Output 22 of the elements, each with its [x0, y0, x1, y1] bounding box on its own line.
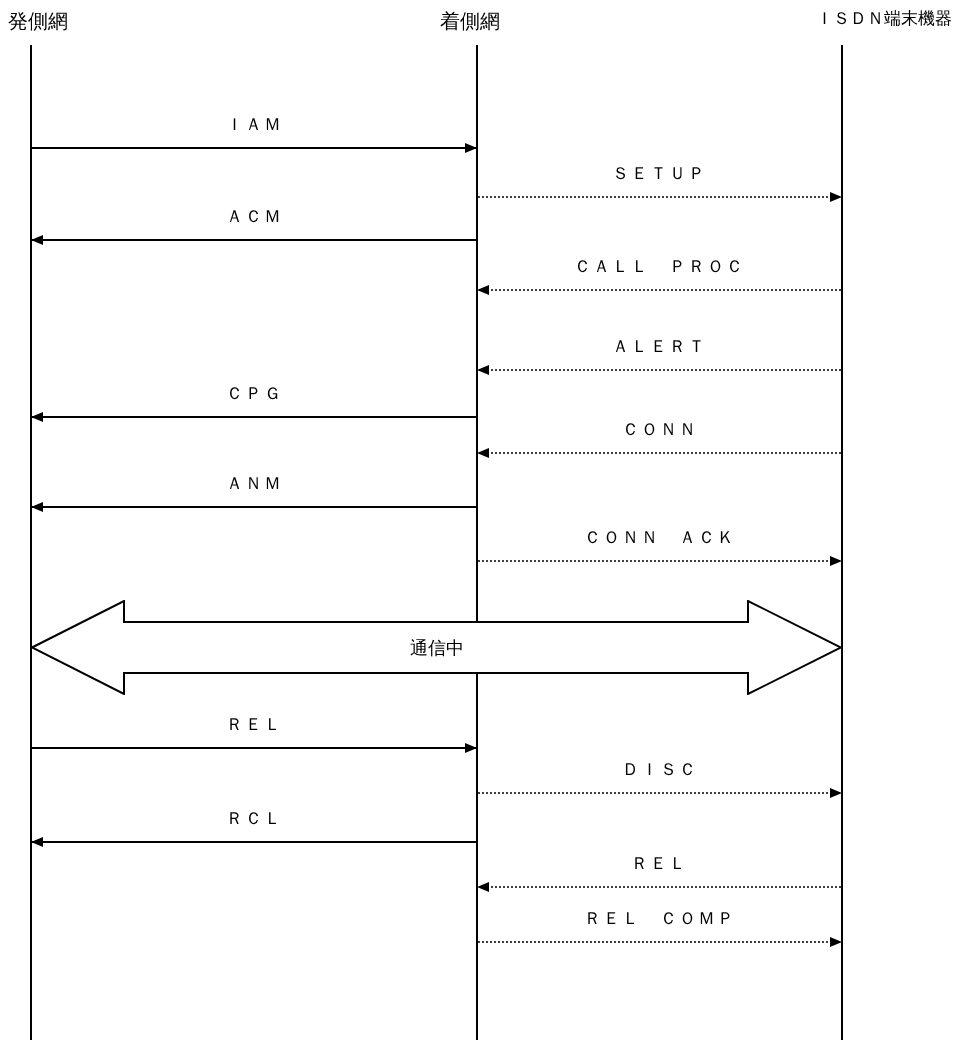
lifeline-header: 発側網: [8, 8, 68, 35]
dotted-arrow: [477, 448, 842, 458]
lifeline: [841, 45, 843, 1040]
dotted-arrow: [477, 937, 842, 947]
lifeline-header: ＩＳＤＮ端末機器: [816, 7, 952, 30]
arrow: [31, 412, 477, 422]
dotted-arrow: [477, 788, 842, 798]
dotted-arrow: [477, 365, 842, 375]
arrow: [31, 837, 477, 847]
arrow: [31, 743, 477, 753]
dotted-arrow: [477, 882, 842, 892]
arrow: [31, 235, 477, 245]
double-block-arrow: [31, 600, 842, 695]
lifeline: [30, 45, 32, 1040]
arrow: [31, 502, 477, 512]
dotted-arrow: [477, 192, 842, 202]
band-label: 通信中: [409, 636, 464, 660]
dotted-arrow: [477, 556, 842, 566]
lifeline-header: 着側網: [440, 8, 500, 35]
arrow: [31, 143, 477, 153]
dotted-arrow: [477, 285, 842, 295]
lifeline: [476, 45, 478, 1040]
